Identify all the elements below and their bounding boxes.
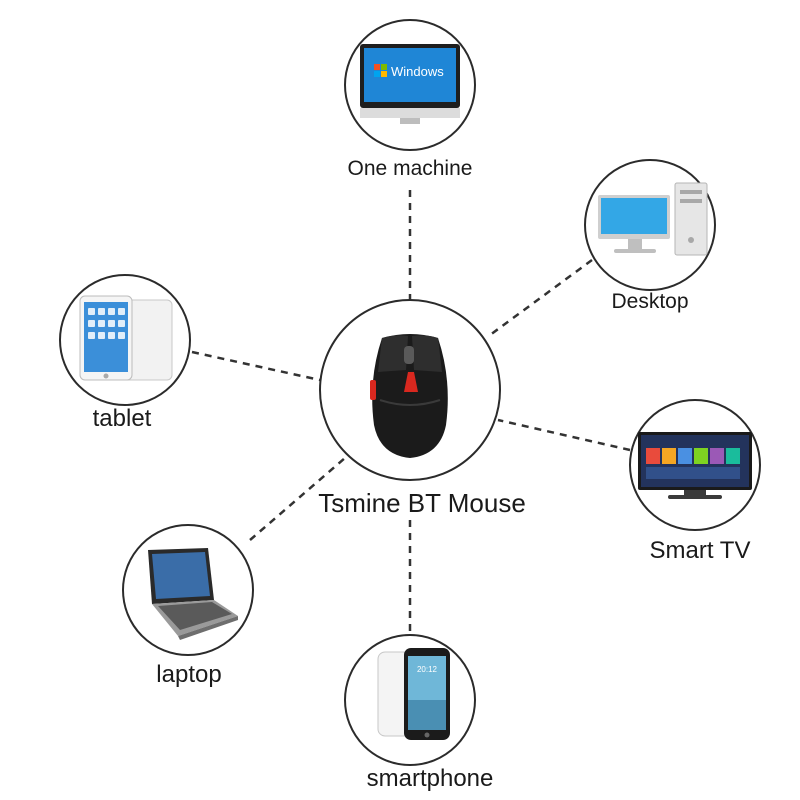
all-in-one-computer-icon: Windows xyxy=(360,44,460,124)
tablet-icon xyxy=(79,295,173,381)
wireless-mouse-icon xyxy=(370,334,448,458)
label-tablet: tablet xyxy=(92,405,152,432)
smartphone-icon: 20:12 xyxy=(377,648,450,740)
node-desktop xyxy=(584,159,716,291)
label-smartphone: smartphone xyxy=(366,765,494,792)
connector-smart-tv xyxy=(497,418,631,452)
smart-tv-icon xyxy=(638,432,752,499)
laptop-icon xyxy=(148,548,238,640)
screen-text-clock: 20:12 xyxy=(417,665,438,674)
label-center: Tsmine BT Mouse xyxy=(318,488,526,518)
screen-text-windows: Windows xyxy=(391,64,444,79)
desktop-computer-icon xyxy=(598,182,708,256)
label-one-machine: One machine xyxy=(347,157,473,180)
node-smartphone: 20:12 xyxy=(344,634,476,766)
node-laptop xyxy=(122,524,254,656)
node-tablet xyxy=(59,274,191,406)
label-laptop: laptop xyxy=(156,661,222,688)
node-smart-tv xyxy=(629,399,761,531)
label-smart-tv: Smart TV xyxy=(649,537,751,564)
center-node xyxy=(319,299,501,481)
connector-laptop xyxy=(249,457,346,541)
connector-desktop xyxy=(489,258,593,337)
node-one-machine: Windows xyxy=(344,19,476,151)
connector-tablet xyxy=(191,350,321,382)
label-desktop: Desktop xyxy=(611,290,689,313)
